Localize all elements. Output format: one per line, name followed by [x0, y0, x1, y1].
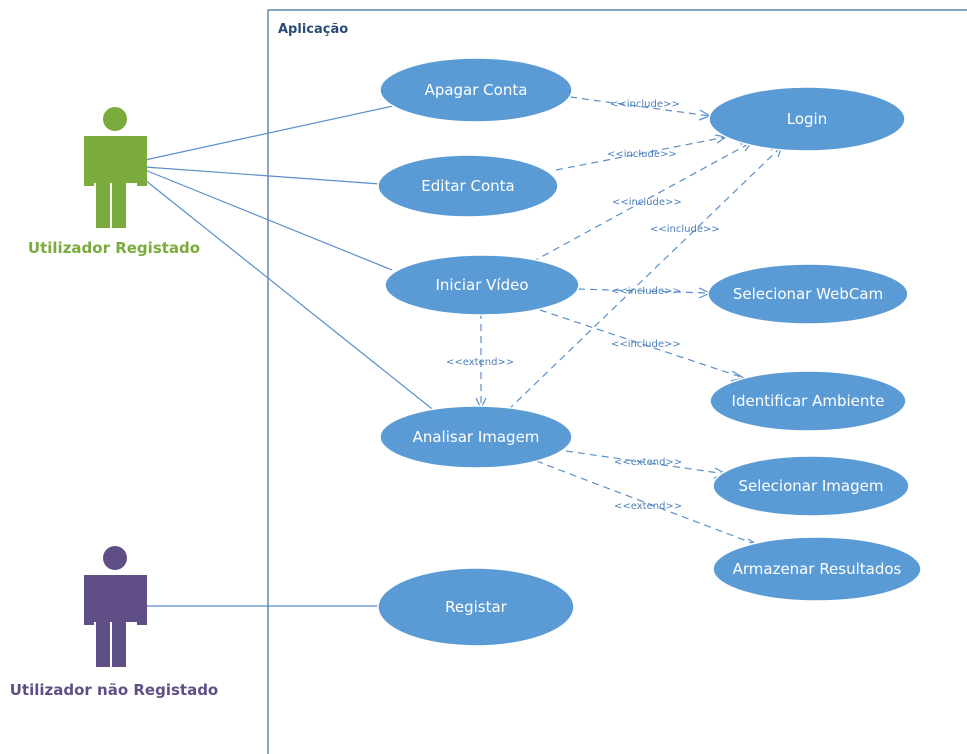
include-iniciar-login [531, 141, 753, 263]
person-icon [84, 107, 147, 228]
use-case-apagar-conta-label: Apagar Conta [425, 81, 528, 99]
assoc-registered-iniciar [144, 169, 393, 271]
use-case-apagar-conta[interactable]: Apagar Conta [379, 57, 573, 123]
associations [144, 103, 437, 607]
use-case-selecionar-imagem-label: Selecionar Imagem [739, 477, 884, 495]
system-boundary: Aplicação [267, 9, 967, 754]
actor-unregistered-user[interactable]: Utilizador não Registado [10, 546, 218, 699]
extend-analisar-armazenar [535, 460, 761, 547]
include-editar-login [555, 136, 727, 171]
use-case-identificar-ambiente-label: Identificar Ambiente [732, 392, 885, 410]
use-case-registar-label: Registar [445, 598, 508, 616]
use-case-analisar-imagem[interactable]: Analisar Imagem [379, 405, 573, 469]
assoc-registered-apagar [144, 103, 403, 161]
use-case-editar-conta-label: Editar Conta [421, 177, 514, 195]
use-case-analisar-imagem-label: Analisar Imagem [413, 428, 540, 446]
include-analisar-login [507, 145, 783, 411]
use-cases: Apagar Conta Editar Conta Iniciar Vídeo … [377, 57, 922, 647]
label-include-iniciar-webcam: <<include>> [611, 286, 681, 297]
label-include-apagar-login: <<include>> [610, 99, 680, 110]
label-extend-analisar-imagem: <<extend>> [614, 457, 682, 468]
person-icon [84, 546, 147, 667]
actor-unregistered-label: Utilizador não Registado [10, 681, 218, 699]
system-title: Aplicação [278, 22, 348, 37]
use-case-iniciar-video-label: Iniciar Vídeo [436, 276, 529, 294]
use-case-iniciar-video[interactable]: Iniciar Vídeo [384, 254, 580, 316]
actor-registered-user[interactable]: Utilizador Registado [28, 107, 200, 257]
label-include-editar-login: <<include>> [607, 149, 677, 160]
use-case-selecionar-webcam[interactable]: Selecionar WebCam [707, 263, 909, 325]
use-case-selecionar-imagem[interactable]: Selecionar Imagem [712, 455, 910, 517]
extend-analisar-imagem [565, 450, 727, 475]
actor-registered-label: Utilizador Registado [28, 239, 200, 257]
use-case-selecionar-webcam-label: Selecionar WebCam [733, 285, 883, 303]
include-iniciar-webcam [577, 288, 711, 294]
label-include-analisar-login: <<include>> [650, 224, 720, 235]
relation-labels: <<include>> <<include>> <<include>> <<in… [446, 99, 720, 512]
label-extend-analisar-armazenar: <<extend>> [614, 501, 682, 512]
label-include-iniciar-ambiente: <<include>> [611, 339, 681, 350]
use-case-identificar-ambiente[interactable]: Identificar Ambiente [709, 370, 907, 432]
label-extend-iniciar-analisar: <<extend>> [446, 357, 514, 368]
use-case-login-label: Login [787, 110, 827, 128]
use-case-editar-conta[interactable]: Editar Conta [377, 154, 559, 218]
assoc-registered-analisar [144, 179, 437, 413]
assoc-registered-editar [144, 166, 381, 185]
use-case-armazenar-resultados-label: Armazenar Resultados [733, 560, 902, 578]
use-case-registar[interactable]: Registar [377, 567, 575, 647]
use-case-armazenar-resultados[interactable]: Armazenar Resultados [712, 536, 922, 602]
use-case-login[interactable]: Login [708, 86, 906, 152]
label-include-iniciar-login: <<include>> [612, 197, 682, 208]
